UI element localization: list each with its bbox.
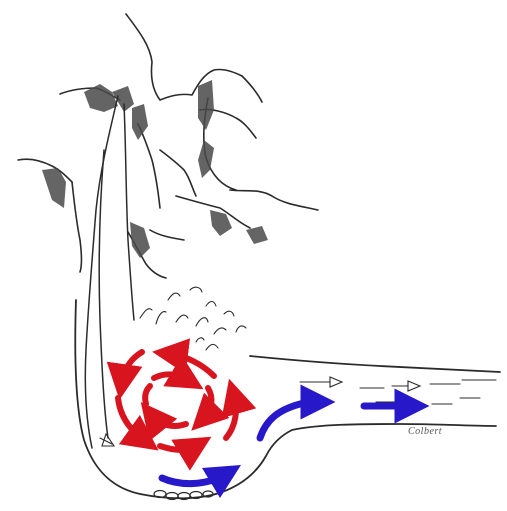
plunge-pool-basin: [75, 300, 500, 498]
vortex-arrow-inner-right: [204, 388, 211, 418]
vortex-arrow-bottom: [160, 446, 196, 450]
outflow-arrow-bottom: [162, 474, 226, 484]
red-vortex-eddy: [118, 352, 236, 450]
vortex-arrow-inner-top: [154, 374, 188, 380]
blue-outflow-arrows: [162, 402, 412, 484]
vortex-arrow-right: [226, 396, 236, 438]
waterfall-falling-water: [85, 96, 134, 448]
cliff-rock-outline: [18, 14, 318, 278]
vortex-arrow-inner-bottom: [152, 416, 186, 426]
artist-signature: Colbert: [408, 426, 442, 437]
vortex-arrow-inner-left: [145, 386, 150, 404]
vortex-arrow-left: [118, 398, 144, 440]
vortex-arrow-top-left: [122, 352, 142, 382]
rock-shading: [42, 80, 268, 258]
mist-spray-marks: [140, 287, 246, 350]
